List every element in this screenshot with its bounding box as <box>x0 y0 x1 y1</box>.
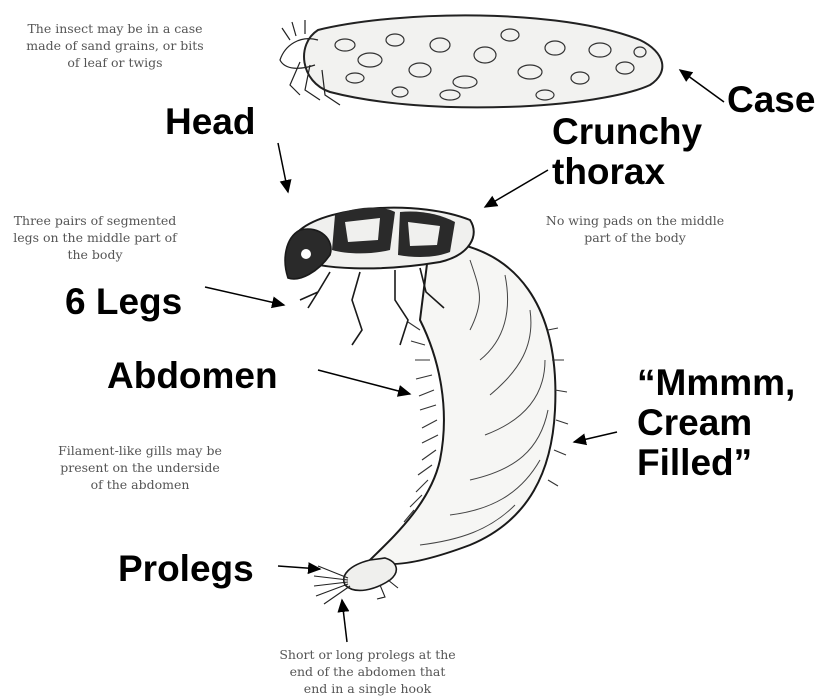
prolegs-note: Short or long prolegs at the end of the … <box>255 646 480 697</box>
larva-body <box>285 207 568 604</box>
case-note: The insect may be in a case made of sand… <box>20 20 210 71</box>
larval-case <box>280 15 662 107</box>
prolegs-note-arrow <box>342 600 347 642</box>
head-label: Head <box>165 102 255 142</box>
case-label: Case <box>727 80 815 120</box>
wing-note: No wing pads on the middle part of the b… <box>525 212 745 246</box>
gills-note: Filament-like gills may be present on th… <box>40 442 240 493</box>
cream-arrow <box>574 432 617 442</box>
thorax-arrow <box>485 170 548 207</box>
prolegs-label: Prolegs <box>118 549 254 589</box>
prolegs-arrow <box>278 566 320 569</box>
legs-note: Three pairs of segmented legs on the mid… <box>10 212 180 263</box>
head-arrow <box>278 143 288 192</box>
thorax-label: Crunchy thorax <box>552 112 702 192</box>
case-arrow <box>680 70 724 102</box>
legs-label: 6 Legs <box>65 282 182 322</box>
abdomen-arrow <box>318 370 410 394</box>
abdomen-label: Abdomen <box>107 356 278 396</box>
cream-label: “Mmmm, Cream Filled” <box>637 363 795 483</box>
legs-arrow <box>205 287 284 305</box>
